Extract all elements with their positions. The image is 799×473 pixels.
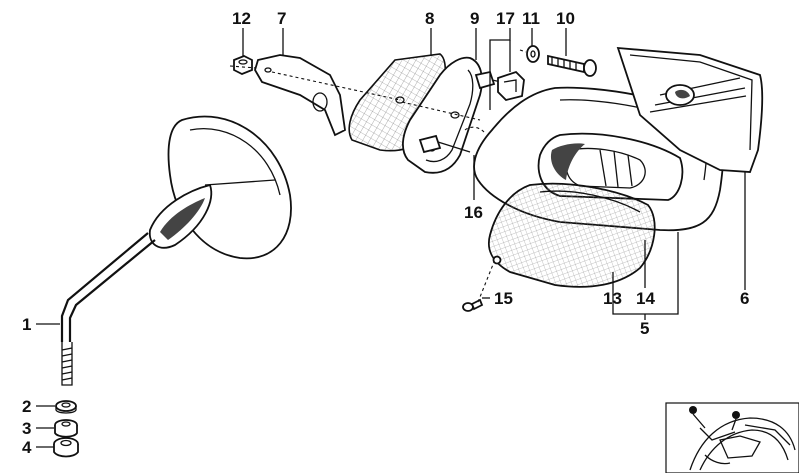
right-mirror-marker (732, 411, 740, 419)
stud-left (418, 134, 471, 154)
callout-12: 12 (232, 9, 251, 28)
callout-11: 11 (522, 9, 540, 28)
screw-10 (547, 54, 597, 77)
mount-base-6 (616, 46, 764, 173)
callout-15: 15 (494, 289, 513, 308)
callout-13: 13 (603, 289, 622, 308)
callout-10: 10 (556, 9, 575, 28)
callout-1: 1 (22, 315, 31, 334)
callout-3: 3 (22, 419, 31, 438)
callout-5: 5 (640, 319, 649, 338)
nut-4 (53, 437, 79, 458)
motorcycle-thumbnail (665, 402, 799, 473)
callout-4: 4 (22, 438, 32, 457)
callout-16: 16 (464, 203, 483, 222)
callout-6: 6 (740, 289, 749, 308)
callout-labels: 1 2 3 4 5 6 7 8 9 10 11 12 13 14 15 16 1… (22, 9, 749, 457)
grommet-17 (497, 70, 525, 101)
lens-13 (488, 182, 656, 288)
washer-11 (526, 45, 540, 63)
bracket-7 (254, 54, 346, 137)
nut-3 (54, 419, 78, 438)
callout-7: 7 (277, 9, 286, 28)
callout-9: 9 (470, 9, 479, 28)
callout-17: 17 (496, 9, 515, 28)
nut-12 (233, 55, 253, 75)
callout-14: 14 (636, 289, 655, 308)
callout-2: 2 (22, 397, 31, 416)
leader-lines (36, 28, 746, 448)
washer-2 (55, 400, 77, 414)
callout-8: 8 (425, 9, 434, 28)
screw-15 (462, 298, 484, 312)
left-mirror-marker (689, 406, 697, 414)
mirror-assembly (60, 115, 292, 386)
